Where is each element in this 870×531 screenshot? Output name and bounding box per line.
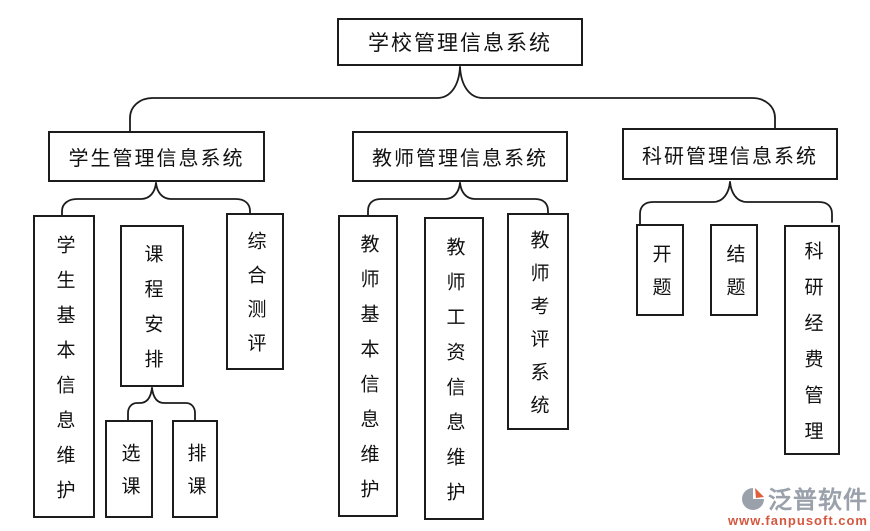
- node-teacher-mis: 教师管理信息系统: [352, 131, 568, 182]
- node-student-mis: 学生管理信息系统: [48, 131, 265, 182]
- connector-teacher-right: [459, 182, 549, 214]
- node-student-mis-label: 学生管理信息系统: [68, 146, 245, 170]
- node-student-basic-info: 学生基本信息维护: [33, 215, 95, 518]
- node-teacher-salary-info: 教师工资信息维护: [424, 217, 484, 520]
- fanpu-logo-icon: [742, 487, 764, 510]
- node-research-funding: 科研经费管理: [784, 225, 840, 457]
- node-teacher-basic-info: 教师基本信息维护: [338, 215, 398, 517]
- watermark: 泛普软件 www.fanpusoft.com: [700, 480, 868, 528]
- connector-student-left: [61, 182, 157, 216]
- node-course-arrangement-label: 课程安排: [141, 244, 164, 384]
- node-student-basic-info-label: 学生基本信息维护: [53, 234, 76, 515]
- node-project-completion-label: 结题: [723, 244, 746, 310]
- node-course-arrangement: 课程安排: [120, 225, 184, 387]
- node-project-initiation-label: 开题: [649, 244, 672, 310]
- connector-student-right: [155, 182, 251, 214]
- node-school-mis: 学校管理信息系统: [337, 18, 583, 66]
- watermark-url: www.fanpusoft.com: [727, 513, 868, 528]
- watermark-brand: 泛普软件: [768, 487, 868, 514]
- connector-course-right: [151, 387, 196, 421]
- node-teacher-mis-label: 教师管理信息系统: [372, 146, 548, 170]
- node-course-selection: 选课: [105, 420, 153, 518]
- node-school-mis-label: 学校管理信息系统: [368, 31, 552, 55]
- node-research-mis: 科研管理信息系统: [622, 128, 838, 180]
- node-teacher-salary-info-label: 教师工资信息维护: [443, 236, 466, 517]
- connector-research-right: [729, 181, 833, 223]
- connector-root-right: [459, 66, 776, 129]
- node-teacher-basic-info-label: 教师基本信息维护: [357, 234, 380, 514]
- node-project-initiation: 开题: [636, 224, 684, 316]
- node-course-scheduling: 排课: [172, 420, 218, 518]
- node-course-scheduling-label: 排课: [184, 443, 207, 509]
- node-research-mis-label: 科研管理信息系统: [642, 143, 818, 168]
- node-course-selection-label: 选课: [118, 443, 141, 509]
- watermark-row: 泛普软件: [740, 480, 868, 515]
- node-project-completion: 结题: [710, 224, 758, 316]
- connector-research-left: [639, 181, 731, 225]
- node-research-funding-label: 科研经费管理: [801, 240, 824, 457]
- node-teacher-evaluation-system: 教师考评系统: [507, 213, 569, 430]
- node-comprehensive-assessment-label: 综合测评: [244, 231, 267, 367]
- node-teacher-evaluation-system-label: 教师考评系统: [527, 229, 550, 428]
- node-comprehensive-assessment: 综合测评: [226, 213, 284, 370]
- connector-root-left: [129, 66, 461, 132]
- connector-teacher-left: [367, 182, 461, 216]
- connector-course-left: [127, 387, 153, 421]
